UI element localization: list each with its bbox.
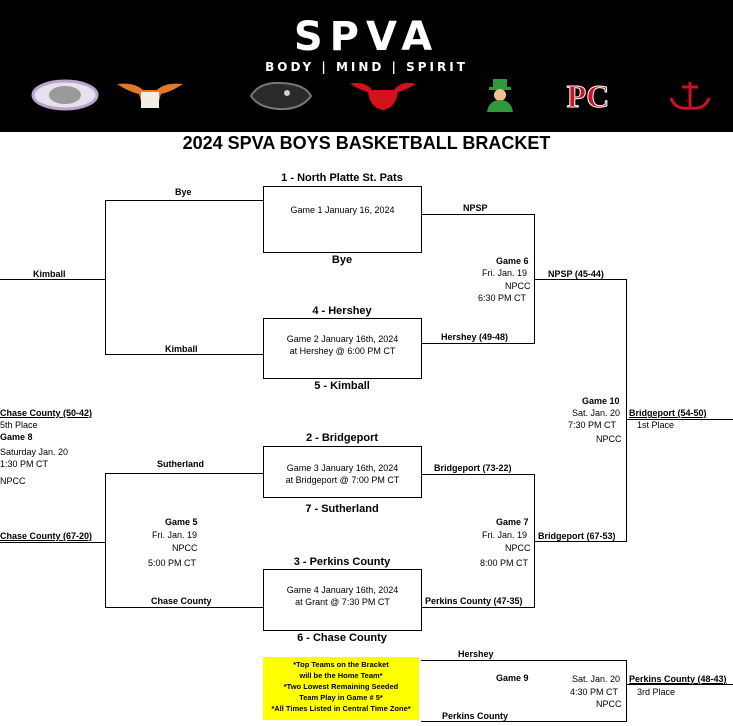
rules-note: *Top Teams on the Bracket will be the Ho… xyxy=(263,657,419,720)
note-line-4: Team Play in Game # 5* xyxy=(299,693,383,702)
red-bull-logo-icon xyxy=(350,82,416,110)
bracket-title: 2024 SPVA BOYS BASKETBALL BRACKET xyxy=(182,133,551,153)
third-place-result: Perkins County (48-43) xyxy=(629,674,727,684)
seed-4-label: 4 - Hershey xyxy=(312,305,372,317)
game-6-date: Fri. Jan. 19 xyxy=(482,268,528,278)
game-8-place: 5th Place xyxy=(0,420,38,430)
note-line-3: *Two Lowest Remaining Seeded xyxy=(283,682,399,691)
panther-logo-icon xyxy=(249,81,313,111)
npsp-result: NPSP (45-44) xyxy=(548,269,604,279)
game-8-time: 1:30 PM CT xyxy=(0,459,49,469)
game-3-line-2: at Bridgeport @ 7:00 PM CT xyxy=(285,475,400,485)
perkins-county-label: Perkins County xyxy=(442,711,509,721)
game-10-date: Sat. Jan. 20 xyxy=(572,408,621,418)
game-7-title: Game 7 xyxy=(496,517,529,527)
game-7-date: Fri. Jan. 19 xyxy=(482,530,528,540)
champion-result: Bridgeport (54-50) xyxy=(629,408,707,418)
school-logo-silver-icon xyxy=(31,79,99,111)
seed-1-label: 1 - North Platte St. Pats xyxy=(281,172,403,184)
brand-tagline: BODY | MIND | SPIRIT xyxy=(265,60,468,74)
game-1-box: Game 1 January 16, 2024 xyxy=(263,186,422,253)
game-9-site: NPCC xyxy=(596,699,622,709)
hershey-result: Hershey (49-48) xyxy=(441,332,509,342)
anchor-logo-icon xyxy=(669,82,711,110)
game-5-site: NPCC xyxy=(172,543,198,553)
note-line-2: will be the Home Team* xyxy=(299,671,383,680)
game-9-title: Game 9 xyxy=(496,673,529,683)
game-4-line-2: at Grant @ 7:30 PM CT xyxy=(295,597,390,607)
game-7-time: 8:00 PM CT xyxy=(480,558,529,568)
game-8-result: Chase County (50-42) xyxy=(0,408,93,418)
bridgeport-67-result: Bridgeport (67-53) xyxy=(538,531,616,541)
game-4-box: Game 4 January 16th, 2024 at Grant @ 7:3… xyxy=(263,569,422,631)
game-5-date: Fri. Jan. 19 xyxy=(152,530,198,540)
game-8-title: Game 8 xyxy=(0,432,33,442)
npsp-label: NPSP xyxy=(463,203,488,213)
third-place-label: 3rd Place xyxy=(637,687,676,697)
champion-place: 1st Place xyxy=(637,420,675,430)
brand-title: SPVA xyxy=(293,14,440,60)
hershey-label: Hershey xyxy=(458,649,494,659)
note-line-5: *All Times Listed in Central Time Zone* xyxy=(271,704,411,713)
seed-6-label: 6 - Chase County xyxy=(297,632,387,644)
game-2-box: Game 2 January 16th, 2024 at Hershey @ 6… xyxy=(263,318,422,379)
game-5-title: Game 5 xyxy=(165,517,198,527)
seed-2-label: 2 - Bridgeport xyxy=(305,432,379,444)
game-6-site: NPCC xyxy=(505,281,531,291)
game-6-title: Game 6 xyxy=(496,256,529,266)
kimball-label: Kimball xyxy=(165,344,198,354)
game-10-site: NPCC xyxy=(596,434,622,444)
bridgeport-73-result: Bridgeport (73-22) xyxy=(434,463,512,473)
leprechaun-logo-icon xyxy=(487,79,513,112)
seed-7-label: 7 - Sutherland xyxy=(305,503,379,515)
game-3-box: Game 3 January 16th, 2024 at Bridgeport … xyxy=(263,446,422,498)
game-9-date: Sat. Jan. 20 xyxy=(572,674,621,684)
game-6-time: 6:30 PM CT xyxy=(478,293,527,303)
longhorn-logo-icon xyxy=(117,83,183,108)
sutherland-label: Sutherland xyxy=(157,459,205,469)
bye-seed-label: Bye xyxy=(331,254,353,266)
game-4-line-1: Game 4 January 16th, 2024 xyxy=(286,585,399,595)
game-2-line-1: Game 2 January 16th, 2024 xyxy=(286,334,399,344)
game-2-line-2: at Hershey @ 6:00 PM CT xyxy=(289,346,396,356)
game-5-time: 5:00 PM CT xyxy=(148,558,197,568)
seed-3-label: 3 - Perkins County xyxy=(293,556,391,568)
perkins-result: Perkins County (47-35) xyxy=(425,596,523,606)
game-8-date: Saturday Jan. 20 xyxy=(0,447,69,457)
note-line-1: *Top Teams on the Bracket xyxy=(293,660,389,669)
kimball-left-label: Kimball xyxy=(33,269,66,279)
chase-county-result: Chase County (67-20) xyxy=(0,531,93,541)
pc-logo-icon: PC xyxy=(566,78,610,112)
seed-5-label: 5 - Kimball xyxy=(314,380,370,392)
chase-county-label: Chase County xyxy=(151,596,212,606)
bye-label: Bye xyxy=(175,187,192,197)
game-10-title: Game 10 xyxy=(582,396,620,406)
game-7-site: NPCC xyxy=(505,543,531,553)
game-10-time: 7:30 PM CT xyxy=(568,420,617,430)
game-3-line-1: Game 3 January 16th, 2024 xyxy=(286,463,399,473)
game-9-time: 4:30 PM CT xyxy=(570,687,619,697)
game-1-info: Game 1 January 16, 2024 xyxy=(290,205,395,215)
header-banner: SPVA BODY | MIND | SPIRIT PC xyxy=(0,0,733,132)
svg-text:PC: PC xyxy=(567,78,610,112)
game-8-site: NPCC xyxy=(0,476,26,486)
